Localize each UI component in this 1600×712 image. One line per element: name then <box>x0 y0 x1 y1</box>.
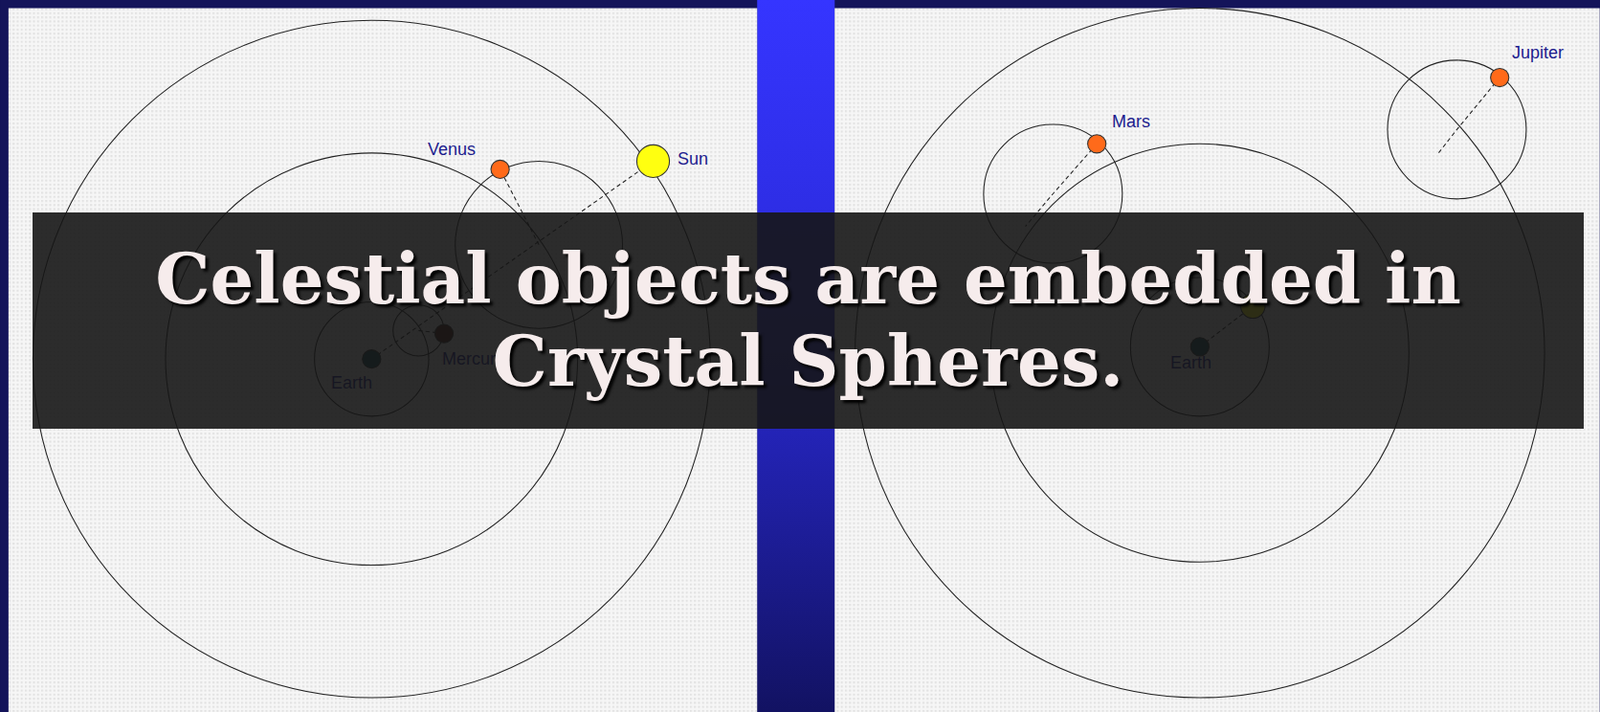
jupiter-dot <box>1490 67 1510 87</box>
title-banner: Celestial objects are embedded in Crysta… <box>32 212 1584 429</box>
jupiter-epicycle <box>1387 60 1527 200</box>
venus-dot <box>490 159 510 178</box>
jupiter-radius <box>1438 77 1500 154</box>
sun-dot <box>636 144 669 178</box>
planet-label: Jupiter <box>1511 44 1564 64</box>
slide-title: Celestial objects are embedded in Crysta… <box>100 238 1517 404</box>
planet-label: Mars <box>1111 112 1151 133</box>
planet-label: Venus <box>427 140 476 160</box>
mars-dot <box>1088 134 1107 154</box>
planet-label: Sun <box>677 150 709 170</box>
